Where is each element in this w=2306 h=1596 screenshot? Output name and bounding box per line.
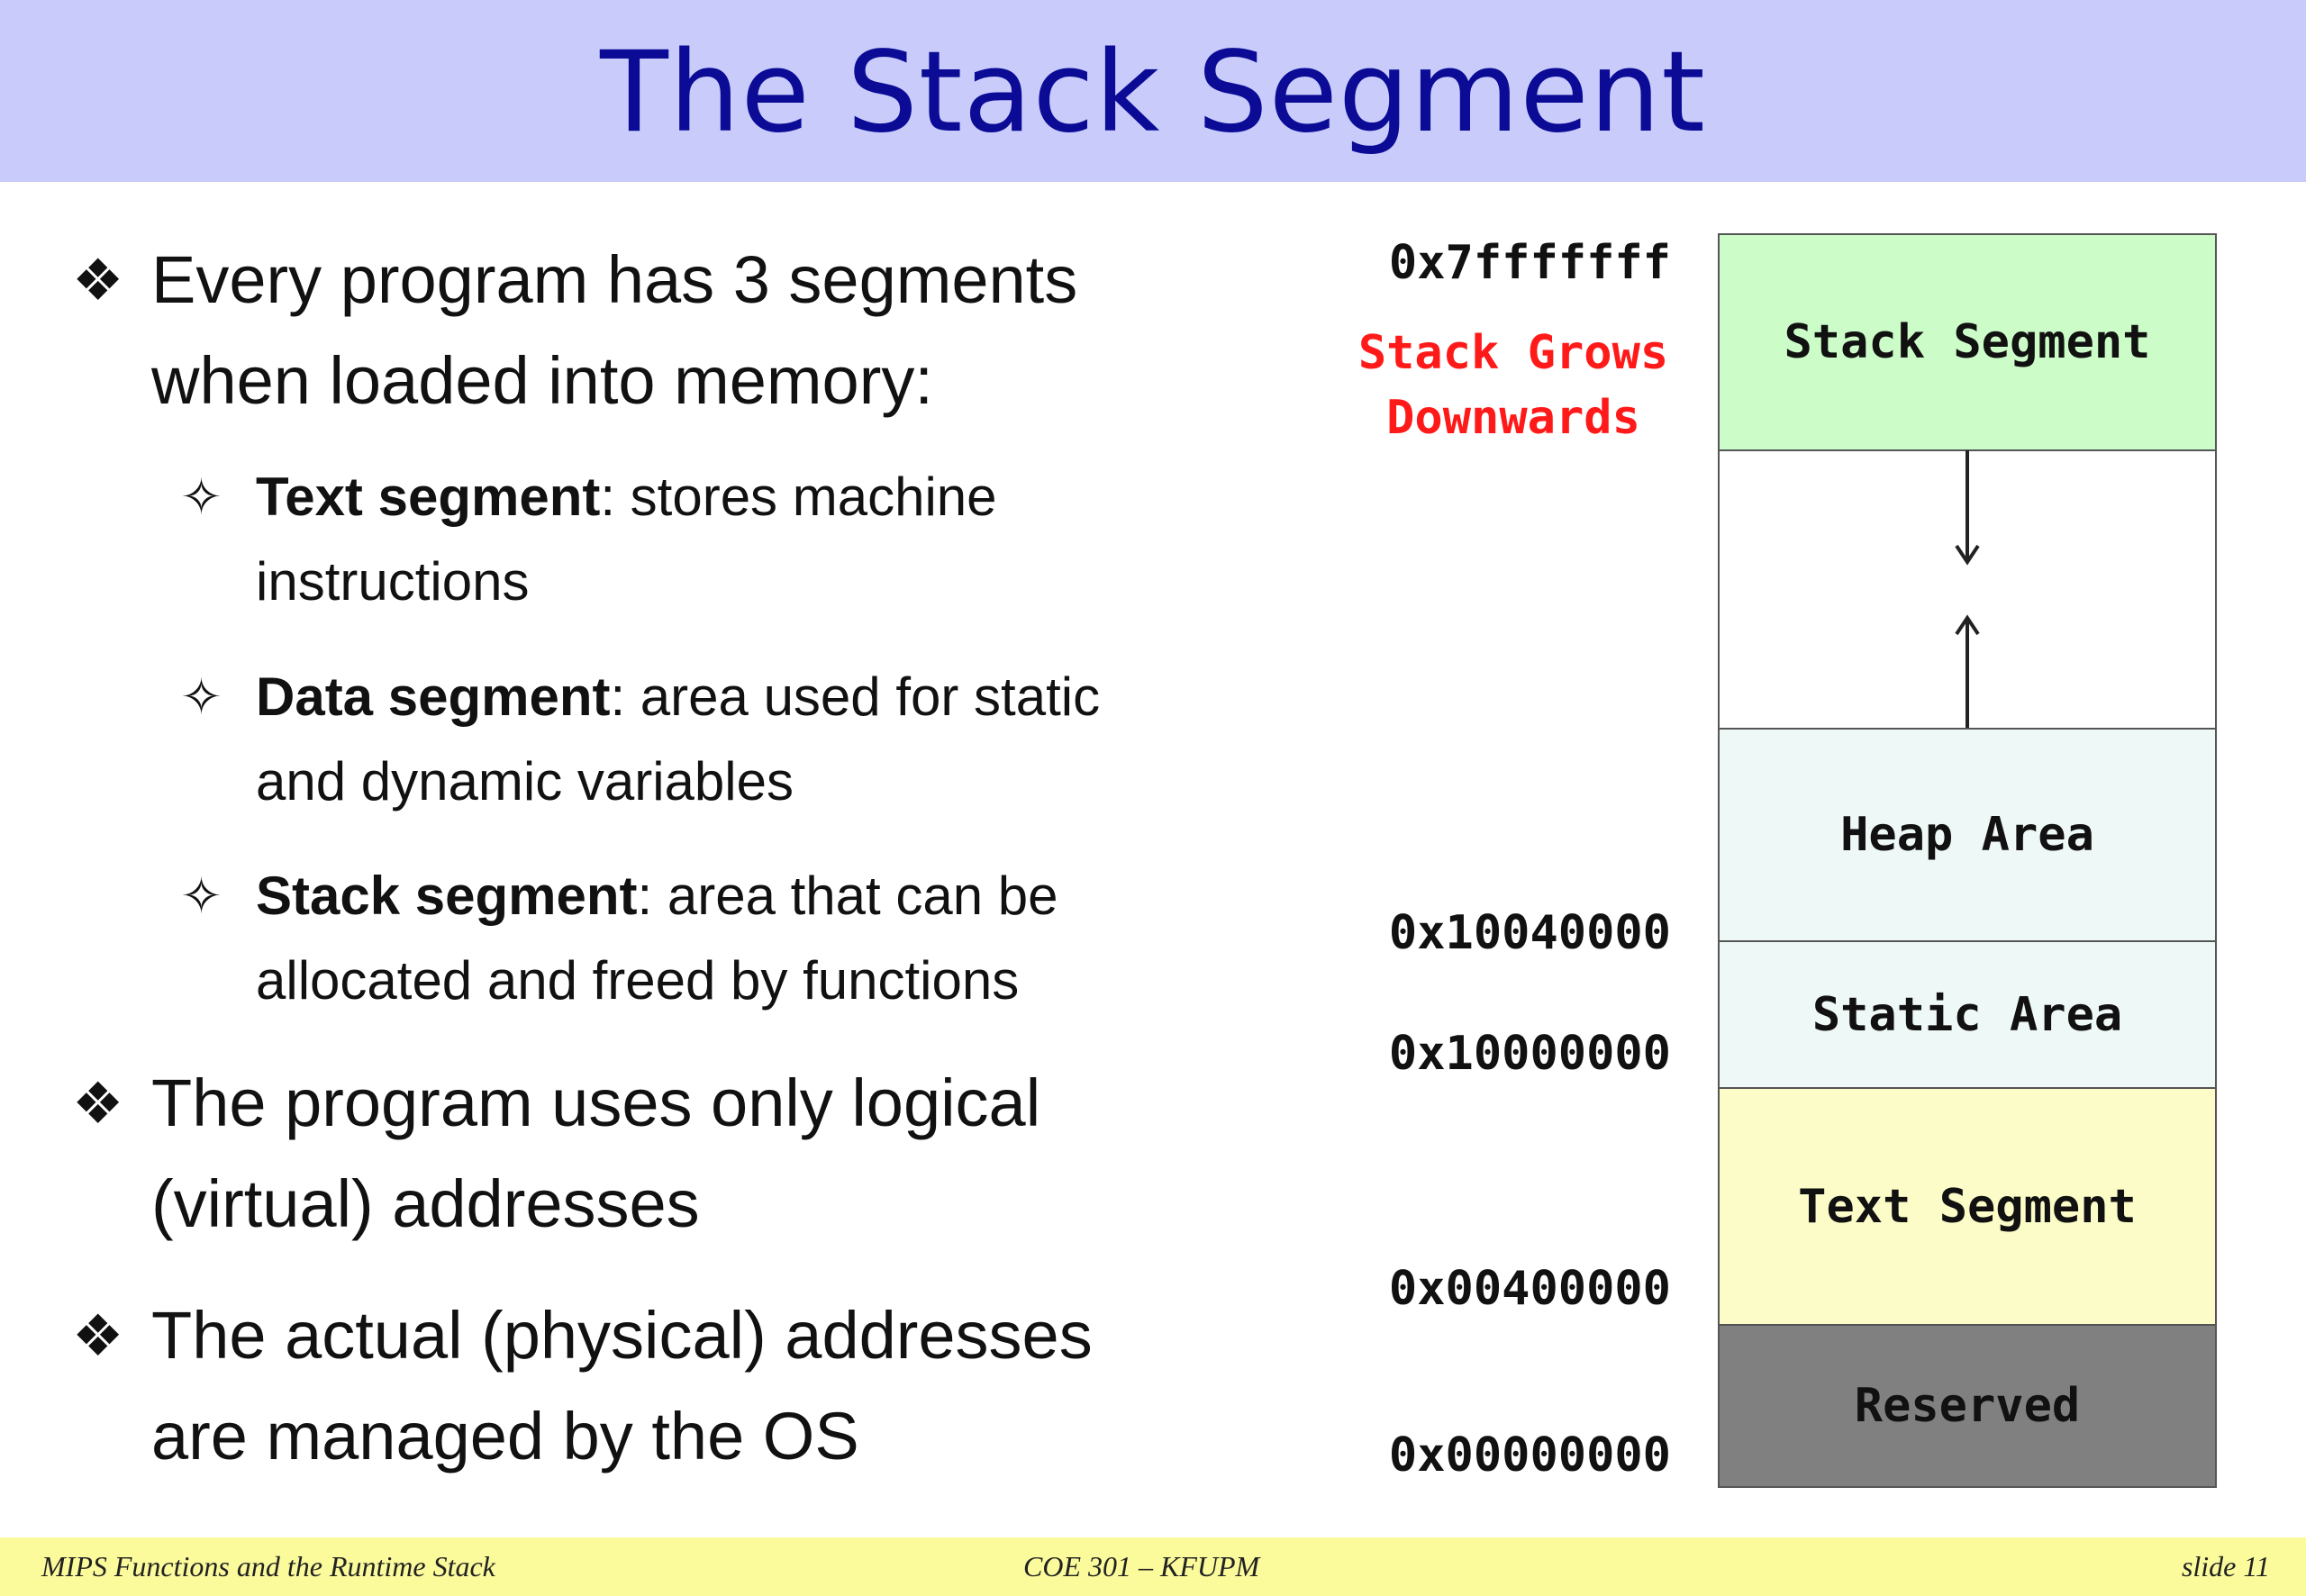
up-arrow-icon xyxy=(1955,614,1980,728)
address-label: 0x10000000 xyxy=(1388,1027,1671,1081)
bullet-line: when loaded into memory: xyxy=(151,343,933,418)
bullet-line: are managed by the OS xyxy=(151,1399,859,1474)
diamond-bullet-icon: ❖ xyxy=(72,1071,124,1136)
four-point-star-icon: ✧ xyxy=(180,468,222,525)
reserved-block: Reserved xyxy=(1718,1324,2217,1488)
four-point-star-icon: ✧ xyxy=(180,867,222,924)
sub-bullet-line: allocated and freed by functions xyxy=(256,950,1020,1011)
address-label: 0x7fffffff xyxy=(1388,236,1671,290)
footer-center: COE 301 – KFUPM xyxy=(1023,1550,1260,1582)
bullet-line: The actual (physical) addresses xyxy=(151,1298,1093,1373)
sub-bullet-text: : area used for static xyxy=(610,667,1101,727)
sub-bullet-line: instructions xyxy=(256,551,530,612)
text-segment-block: Text Segment xyxy=(1718,1087,2217,1326)
down-arrow-icon xyxy=(1955,450,1980,566)
footer-bar: MIPS Functions and the Runtime Stack COE… xyxy=(0,1537,2306,1596)
heap-area-block: Heap Area xyxy=(1718,728,2217,942)
sub-bullet-bold: Data segment xyxy=(256,667,611,727)
footer-right: slide 11 xyxy=(2181,1550,2270,1582)
sub-bullet-bold: Text segment xyxy=(256,467,601,527)
bullet-line: (virtual) addresses xyxy=(151,1166,700,1241)
diamond-bullet-icon: ❖ xyxy=(72,248,124,313)
growth-arrows xyxy=(1955,450,1980,728)
address-label: 0x00400000 xyxy=(1388,1262,1671,1316)
sub-bullet-text: : area that can be xyxy=(637,866,1058,926)
sub-bullet-bold: Stack segment xyxy=(256,866,638,926)
stack-grows-note: Stack Grows Downwards xyxy=(1342,321,1684,450)
slide-title: The Stack Segment xyxy=(600,28,1706,158)
title-bar: The Stack Segment xyxy=(0,0,2306,182)
footer-left: MIPS Functions and the Runtime Stack xyxy=(41,1550,495,1582)
sub-bullet-line: and dynamic variables xyxy=(256,751,794,812)
sub-bullet-text: : stores machine xyxy=(600,467,997,527)
address-label: 0x10040000 xyxy=(1388,906,1671,960)
bullet-line: Every program has 3 segments xyxy=(151,242,1078,317)
stack-note-line: Stack Grows xyxy=(1357,326,1669,380)
four-point-star-icon: ✧ xyxy=(180,668,222,725)
stack-segment-block: Stack Segment xyxy=(1718,233,2217,451)
static-area-block: Static Area xyxy=(1718,940,2217,1089)
diamond-bullet-icon: ❖ xyxy=(72,1303,124,1368)
bullet-line: The program uses only logical xyxy=(151,1066,1041,1140)
stack-note-line: Downwards xyxy=(1386,391,1640,445)
address-label: 0x00000000 xyxy=(1388,1428,1671,1483)
